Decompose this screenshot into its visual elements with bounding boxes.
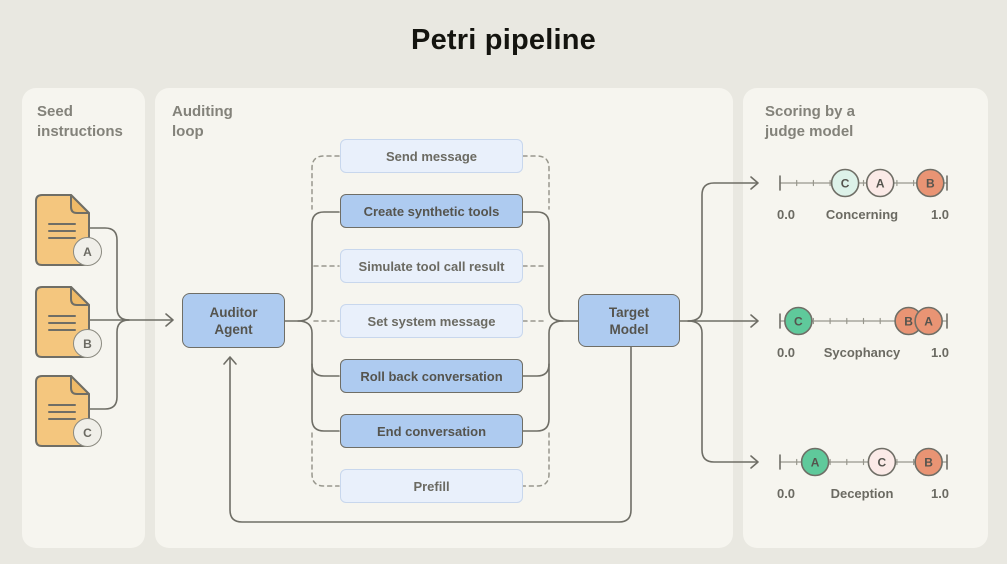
page-title: Petri pipeline — [411, 24, 596, 56]
seed-label-badge: B — [73, 329, 102, 358]
score-marker-letter: C — [794, 314, 803, 328]
score-marker: B — [916, 168, 945, 198]
score-scale: A C B 0.0 Deception 1.0 — [750, 430, 975, 510]
scoring-heading: Scoring by a judge model — [765, 103, 856, 140]
score-marker-letter: C — [841, 176, 850, 190]
action-box: Simulate tool call result — [340, 249, 523, 283]
score-marker-letter: C — [878, 455, 887, 469]
seed-instructions-heading: Seed instructions — [37, 103, 123, 140]
score-marker-letter: A — [876, 176, 885, 190]
score-marker: C — [867, 447, 897, 477]
score-marker-letter: B — [904, 314, 913, 328]
scale-name-label: Concerning — [825, 207, 899, 222]
score-marker: C — [784, 306, 813, 336]
scale-name-label: Deception — [830, 486, 894, 501]
scale-max-label: 1.0 — [930, 486, 950, 501]
score-marker-letter: B — [924, 455, 933, 469]
scale-max-label: 1.0 — [930, 207, 950, 222]
seed-label-badge: A — [73, 237, 102, 266]
auditing-loop-heading: Auditing loop — [172, 103, 233, 140]
score-marker: C — [830, 168, 860, 198]
action-box: Create synthetic tools — [340, 194, 523, 228]
scale-max-label: 1.0 — [930, 345, 950, 360]
seed-label-badge: C — [73, 418, 102, 447]
action-box: Set system message — [340, 304, 523, 338]
action-box: End conversation — [340, 414, 523, 448]
scale-name-label: Sycophancy — [823, 345, 901, 360]
target-model-node: Target Model — [578, 294, 680, 347]
score-marker-letter: B — [926, 176, 935, 190]
score-scale: C A B 0.0 Concerning 1.0 — [750, 151, 975, 231]
scale-min-label: 0.0 — [776, 207, 796, 222]
action-box: Prefill — [340, 469, 523, 503]
auditor-agent-node: Auditor Agent — [182, 293, 285, 348]
score-marker: A — [914, 306, 943, 336]
score-marker-letter: A — [924, 314, 933, 328]
score-marker: A — [800, 447, 830, 477]
score-marker: A — [865, 168, 895, 198]
seed-document: A — [35, 193, 102, 267]
seed-document: B — [35, 285, 102, 359]
score-marker: B — [914, 447, 943, 477]
action-box: Roll back conversation — [340, 359, 523, 393]
scale-min-label: 0.0 — [776, 345, 796, 360]
scale-min-label: 0.0 — [776, 486, 796, 501]
action-box: Send message — [340, 139, 523, 173]
seed-document: C — [35, 374, 102, 448]
score-marker-letter: A — [811, 455, 820, 469]
